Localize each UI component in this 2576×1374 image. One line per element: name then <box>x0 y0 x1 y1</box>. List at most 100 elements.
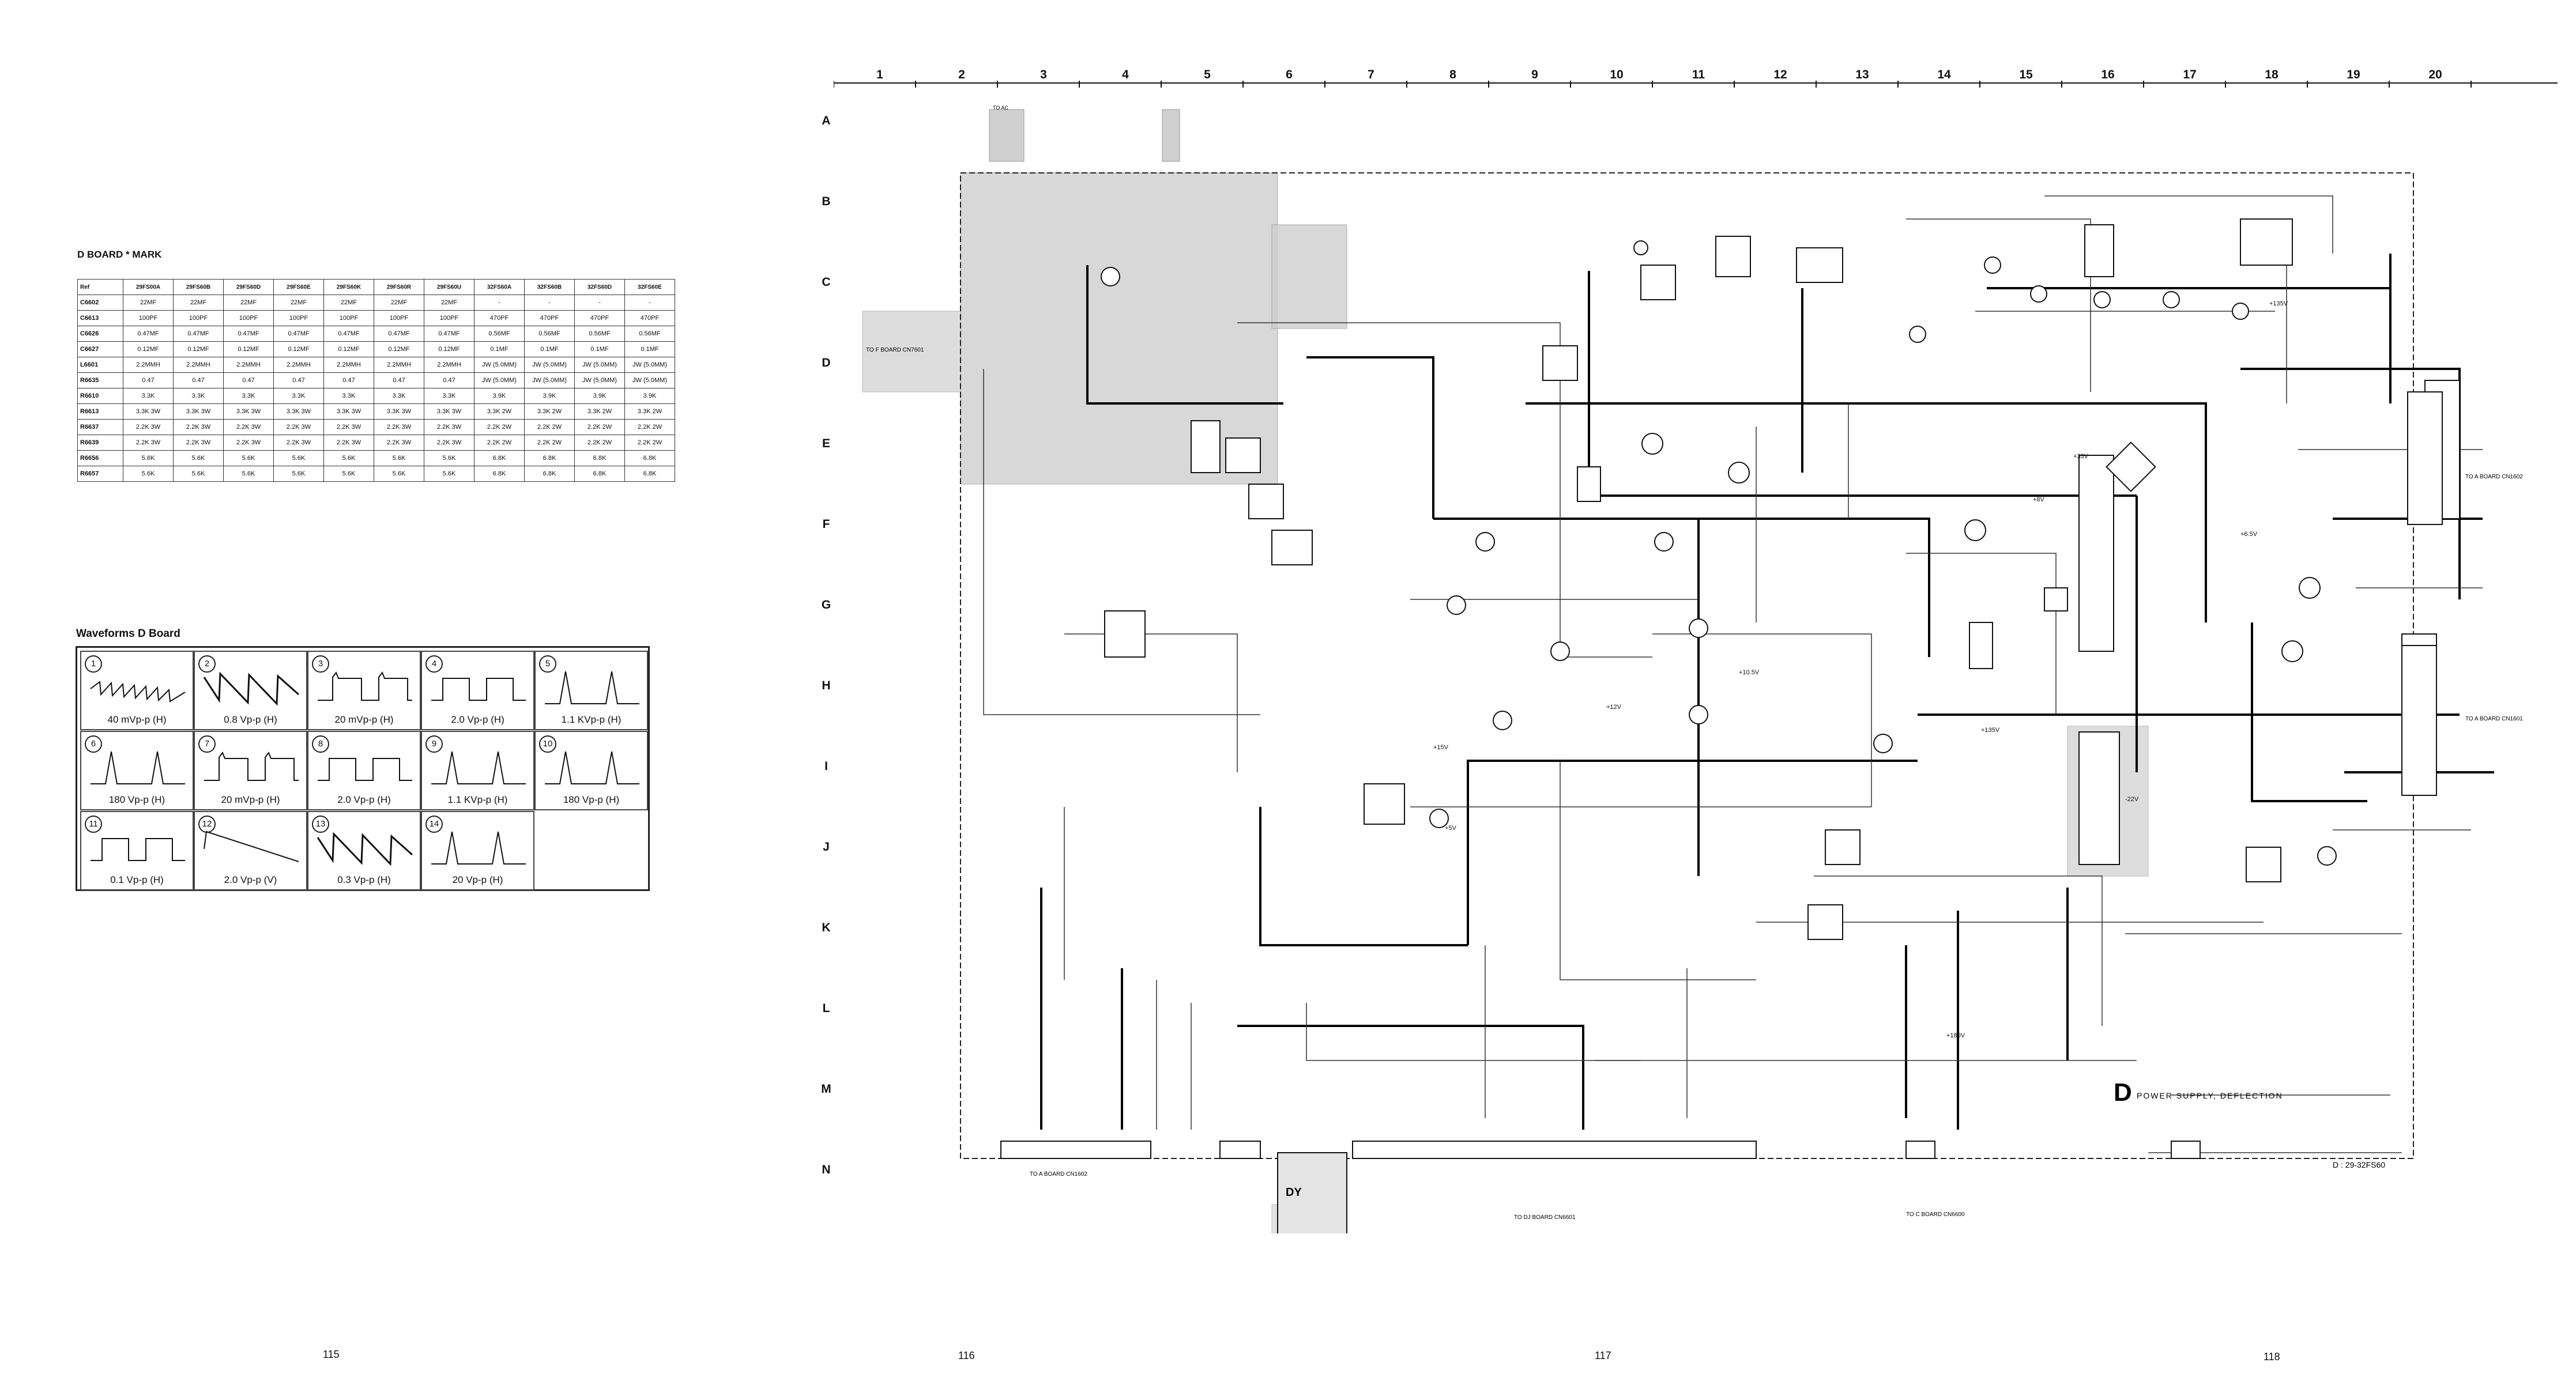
connector-label-bottom-c: TO C BOARD CN6600 <box>1906 1211 1965 1218</box>
rail-label: +6.5V <box>2240 531 2258 538</box>
table-cell: 0.47MF <box>223 326 274 342</box>
table-cell: 3.3K <box>223 388 274 404</box>
grid-column-label: 11 <box>1692 68 1705 81</box>
table-cell: 5.6K <box>323 466 374 482</box>
grid-row-label: M <box>821 1082 831 1096</box>
grid-row-label: B <box>822 195 831 208</box>
table-cell: 2.2K 3W <box>173 419 224 435</box>
waveform-trace <box>203 671 299 706</box>
grid-column-label: 17 <box>2183 68 2197 81</box>
grid-column-label: 4 <box>1122 68 1129 81</box>
waveform-path <box>318 758 412 781</box>
table-cell: 2.2K 3W <box>323 435 374 451</box>
table-cell: 5.6K <box>173 450 224 466</box>
bus-lines <box>1040 254 2494 1130</box>
table-cell: 2.2MMH <box>173 357 224 373</box>
table-cell: 2.2MMH <box>223 357 274 373</box>
table-cell: 22MF <box>173 295 224 311</box>
dboard-title: D BOARD * MARK <box>77 249 162 260</box>
table-cell: 100PF <box>123 310 174 326</box>
table-cell: 2.2K 2W <box>624 419 675 435</box>
table-cell: - <box>524 295 575 311</box>
table-cell: 5.6K <box>374 466 424 482</box>
grid-column-label: 16 <box>2101 68 2115 81</box>
table-cell: C6602 <box>77 295 123 311</box>
waveform-path <box>318 671 412 701</box>
waveform-label: 0.8 Vp-p (H) <box>224 714 277 725</box>
grid-column-label: 5 <box>1204 68 1211 81</box>
grid-column-label: 1 <box>876 68 883 81</box>
table-cell: R6639 <box>77 435 123 451</box>
table-cell: 3.3K 3W <box>273 403 324 420</box>
waveform-label: 180 Vp-p (H) <box>563 794 620 805</box>
table-cell: 0.12MF <box>123 341 174 357</box>
table-cell: 100PF <box>424 310 474 326</box>
table-cell: 5.6K <box>223 450 274 466</box>
grid-row-label: G <box>821 598 831 611</box>
connector-label-right-mid: TO A BOARD CN1601 <box>2465 716 2523 722</box>
waveform-trace <box>204 751 299 781</box>
table-cell: 2.2K 3W <box>273 419 324 435</box>
waveform-number: 7 <box>198 735 216 753</box>
grid-row-label: K <box>822 921 831 934</box>
table-cell: JW (5.0MM) <box>624 357 675 373</box>
table-cell: 2.2K 2W <box>524 435 575 451</box>
rail-label: +135V <box>2269 300 2288 307</box>
grid-column-label: 2 <box>958 68 965 81</box>
waveform-path <box>317 832 413 866</box>
table-cell: 0.12MF <box>223 341 274 357</box>
table-cell: 2.2MMH <box>123 357 174 373</box>
table-cell: 6.8K <box>524 450 575 466</box>
grid-row-label: D <box>822 356 831 369</box>
board-letter: D <box>2114 1078 2132 1107</box>
waveform-trace <box>431 751 526 784</box>
table-cell: 3.3K <box>173 388 224 404</box>
waveform-path <box>545 671 639 704</box>
table-cell: 22MF <box>323 295 374 311</box>
grid-column-label: 18 <box>2265 68 2279 81</box>
table-cell: 2.2K 2W <box>474 435 525 451</box>
table-cell: 0.47 <box>223 372 274 388</box>
table-cell: 2.2K 2W <box>524 419 575 435</box>
table-cell: 100PF <box>223 310 274 326</box>
table-cell: 3.3K <box>374 388 424 404</box>
waveform-label: 1.1 KVp-p (H) <box>561 714 622 725</box>
table-cell: 0.56MF <box>624 326 675 342</box>
table-cell: 3.9K <box>624 388 675 404</box>
grid-row-label: C <box>822 275 831 289</box>
table-cell: 2.2MMH <box>323 357 374 373</box>
table-cell: JW (5.0MM) <box>574 372 625 388</box>
table-cell: L6601 <box>77 357 123 373</box>
table-cell: 3.3K 2W <box>624 403 675 420</box>
table-cell: 6.8K <box>624 450 675 466</box>
model-code: D : 29-32FS60 <box>2333 1160 2385 1169</box>
table-cell: 5.6K <box>424 466 474 482</box>
waveform-number: 3 <box>312 655 329 673</box>
table-cell: 2.2K 2W <box>574 419 625 435</box>
table-cell: 2.2K 3W <box>374 435 424 451</box>
waveform-path <box>545 751 639 784</box>
table-cell: 470PF <box>574 310 625 326</box>
table-cell: 0.1MF <box>574 341 625 357</box>
table-cell: 3.3K 3W <box>374 403 424 420</box>
table-cell: C6626 <box>77 326 123 342</box>
table-cell: 22MF <box>374 295 424 311</box>
table-cell: JW (5.0MM) <box>524 372 575 388</box>
rail-label: -22V <box>2125 796 2139 803</box>
table-cell: 2.2K 3W <box>123 435 174 451</box>
grid-row-label: J <box>823 840 830 854</box>
table-cell: 2.2K 3W <box>424 435 474 451</box>
page-number: 118 <box>2264 1351 2280 1362</box>
rail-label: +12V <box>1606 704 1622 711</box>
